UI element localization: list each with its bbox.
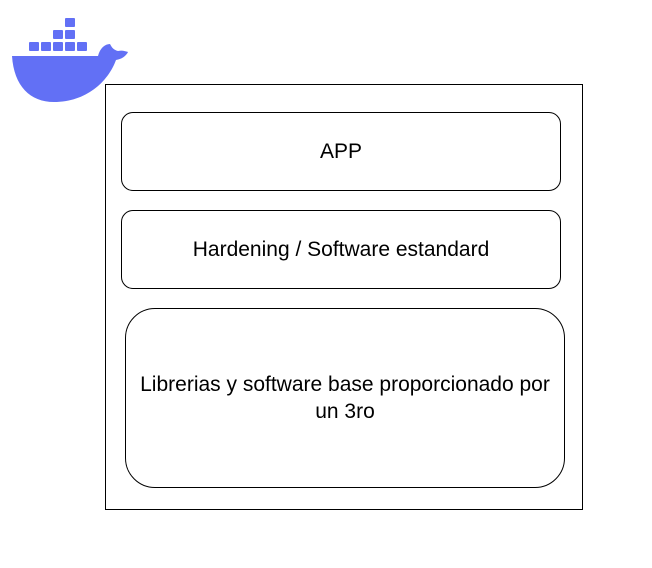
layer-app: APP bbox=[121, 112, 561, 191]
layer-base-libraries: Librerias y software base proporcionado … bbox=[125, 308, 565, 488]
docker-whale-icon bbox=[12, 18, 128, 102]
layer-base-libraries-label: Librerias y software base proporcionado … bbox=[140, 373, 550, 423]
layer-hardening: Hardening / Software estandard bbox=[121, 210, 561, 289]
layer-app-label: APP bbox=[319, 140, 363, 163]
layer-hardening-label: Hardening / Software estandard bbox=[192, 238, 490, 261]
